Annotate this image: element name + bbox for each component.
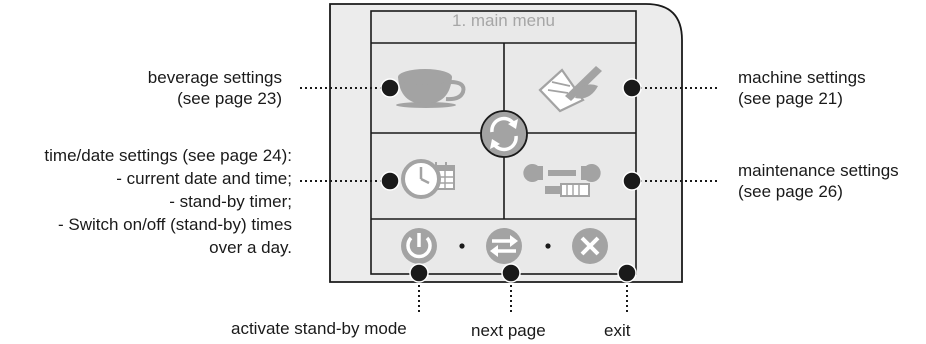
next-page-arrows-icon[interactable] — [486, 228, 522, 264]
standby-label: activate stand-by mode — [231, 319, 407, 338]
anchor-dot-beverage — [380, 78, 400, 98]
beverage-settings-label: beverage settings (see page 23) — [147, 68, 282, 108]
clock-calendar-icon[interactable] — [401, 159, 455, 199]
time-date-settings-label: time/date settings (see page 24): - curr… — [44, 146, 292, 257]
coffee-cup-icon[interactable] — [396, 69, 466, 108]
anchor-dot-machine — [622, 78, 642, 98]
tools-icon[interactable] — [523, 164, 601, 197]
close-x-icon[interactable] — [572, 228, 608, 264]
separator-dot — [459, 243, 465, 249]
maintenance-settings-label: maintenance settings (see page 26) — [738, 161, 899, 201]
screen-title: 1. main menu — [452, 11, 555, 30]
anchor-dot-time-date — [380, 171, 400, 191]
machine-settings-label: machine settings (see page 21) — [738, 68, 866, 108]
exit-label: exit — [604, 321, 631, 340]
machine-settings-icon[interactable] — [538, 66, 602, 113]
anchor-dot-maintenance — [622, 171, 642, 191]
anchor-dot-next-page — [501, 263, 521, 283]
anchor-dot-exit — [617, 263, 637, 283]
power-icon[interactable] — [401, 228, 437, 264]
next-page-label: next page — [471, 321, 546, 340]
anchor-dot-standby — [409, 263, 429, 283]
refresh-icon[interactable] — [480, 110, 528, 158]
separator-dot — [545, 243, 551, 249]
